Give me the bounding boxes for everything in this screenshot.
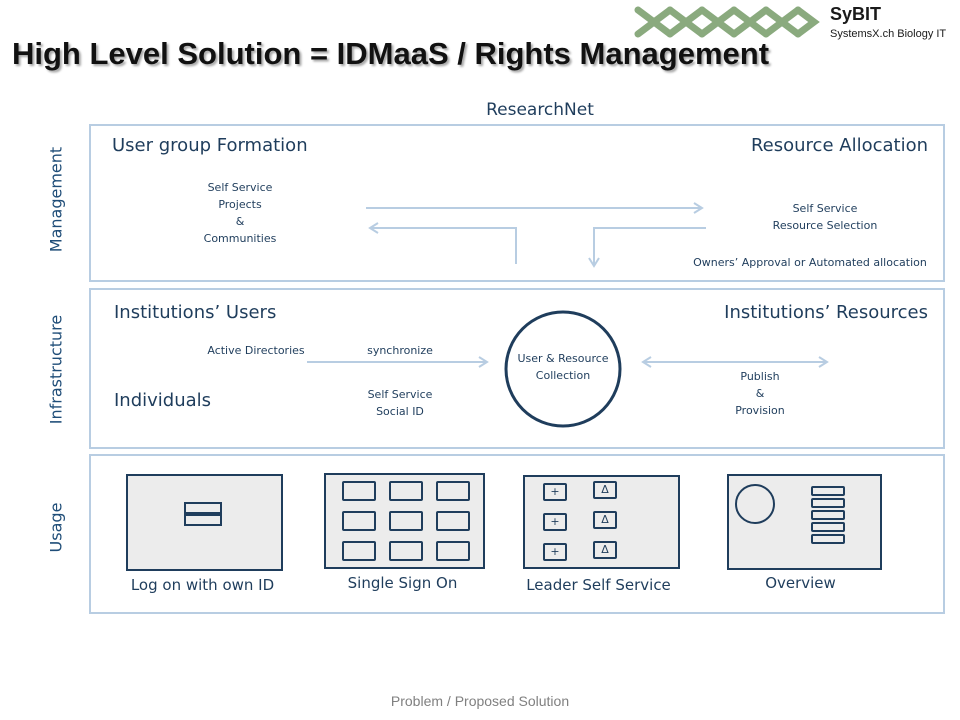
app-tile-icon (436, 541, 470, 561)
user-resource-collection-label: User & Resource Collection (517, 352, 609, 382)
leader-self-service-card: + Δ + Δ + Δ (523, 475, 680, 569)
row-label-management: Management (46, 146, 66, 253)
credential-field-icon (184, 502, 222, 514)
institutions-users-heading: Institutions’ Users (114, 302, 277, 323)
sybit-logo (634, 6, 820, 38)
user-resource-collection-circle (504, 310, 622, 428)
self-service-projects: Self Service Projects & Communities (203, 181, 277, 245)
user-group-formation-heading: User group Formation (112, 135, 308, 156)
delta-icon: Δ (593, 481, 617, 499)
leader-self-service-caption: Leader Self Service (526, 576, 671, 594)
sso-caption: Single Sign On (347, 574, 458, 592)
overview-caption: Overview (765, 574, 836, 592)
logon-caption: Log on with own ID (130, 576, 275, 594)
owners-approval-text: Owners’ Approval or Automated allocation (693, 256, 927, 269)
delta-icon: Δ (593, 511, 617, 529)
page-title: High Level Solution = IDMaaS / Rights Ma… (12, 36, 770, 71)
plus-icon: + (543, 513, 567, 531)
management-arrows (366, 202, 706, 268)
footer-text: Problem / Proposed Solution (390, 693, 570, 709)
app-tile-icon (342, 541, 376, 561)
list-row-icon (811, 486, 845, 496)
synchronize-label: synchronize (367, 344, 433, 357)
infrastructure-diagram (307, 310, 829, 428)
logon-card (126, 474, 283, 571)
publish-provision: Publish & Provision (735, 370, 785, 417)
active-directories-label: Active Directories (207, 344, 305, 357)
list-row-icon (811, 534, 845, 544)
list-row-icon (811, 510, 845, 520)
plus-icon: + (543, 483, 567, 501)
resource-allocation-heading: Resource Allocation (750, 135, 928, 156)
app-tile-icon (342, 511, 376, 531)
app-tile-icon (342, 481, 376, 501)
app-tile-icon (436, 511, 470, 531)
app-tile-icon (436, 481, 470, 501)
app-tile-icon (389, 541, 423, 561)
sso-card (324, 473, 485, 569)
self-service-resource-selection: Self Service Resource Selection (772, 202, 878, 232)
list-row-icon (811, 498, 845, 508)
app-tile-icon (389, 481, 423, 501)
plus-icon: + (543, 543, 567, 561)
delta-icon: Δ (593, 541, 617, 559)
avatar-icon (735, 484, 775, 524)
row-label-usage: Usage (46, 502, 66, 553)
individuals-heading: Individuals (114, 390, 212, 411)
overview-card (727, 474, 882, 570)
app-tile-icon (389, 511, 423, 531)
brand-subtitle: SystemsX.ch Biology IT (830, 28, 947, 40)
row-label-infrastructure: Infrastructure (46, 314, 66, 425)
list-row-icon (811, 522, 845, 532)
institutions-resources-heading: Institutions’ Resources (724, 302, 928, 323)
credential-field-icon (184, 514, 222, 526)
brand-name: SyBIT (830, 4, 882, 24)
self-service-social-id: Self Service Social ID (367, 388, 433, 418)
researchnet-label: ResearchNet (486, 100, 594, 120)
